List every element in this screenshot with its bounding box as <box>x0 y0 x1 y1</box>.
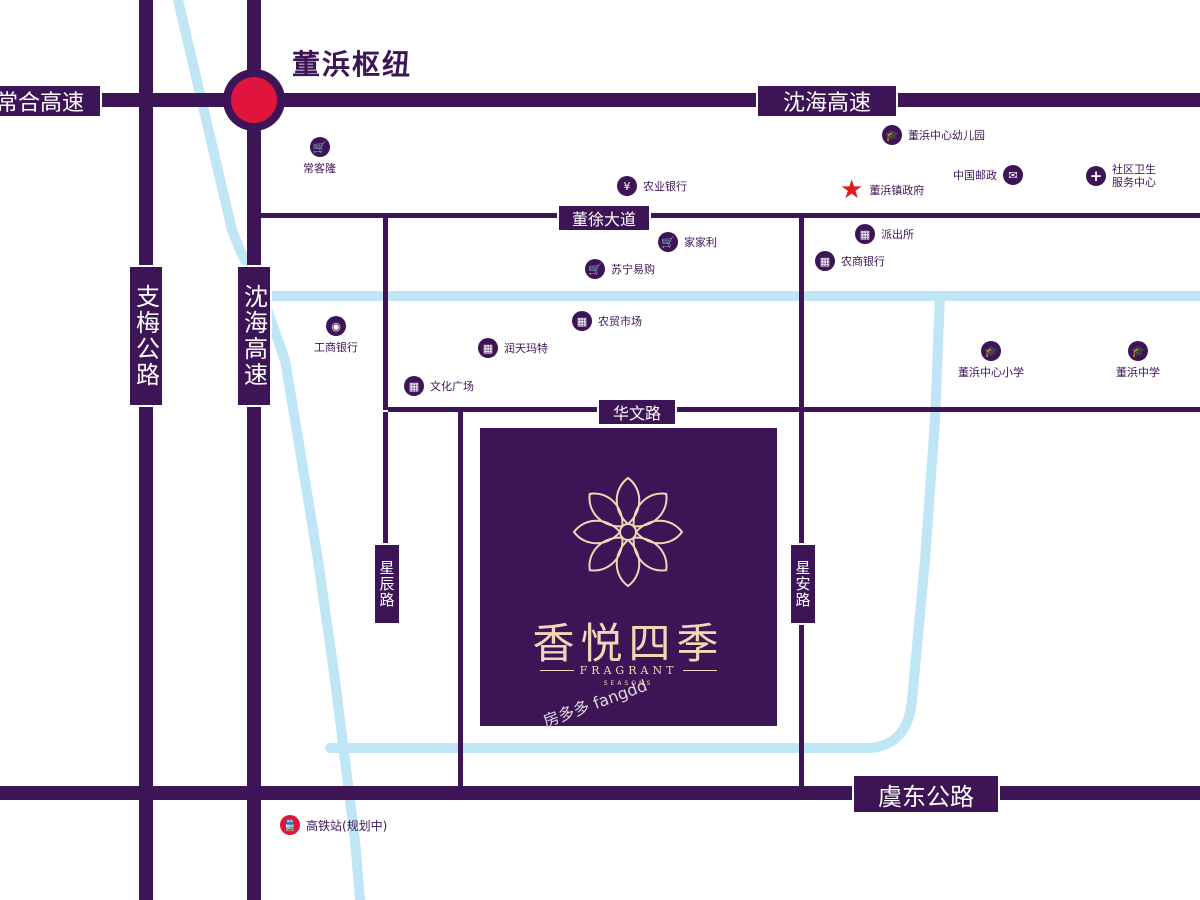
building-icon: ▦ <box>404 376 424 396</box>
building-icon: ▦ <box>855 224 875 244</box>
road-second-vertical <box>247 0 261 900</box>
road-xingan <box>799 218 804 788</box>
post-icon: ✉ <box>1003 165 1023 185</box>
road-xingchen-lower <box>383 412 388 622</box>
building-icon: ▦ <box>815 251 835 271</box>
poi-label: 高铁站(规划中) <box>306 818 388 833</box>
divider <box>539 670 574 671</box>
graduation-cap-icon: 🎓 <box>1128 341 1148 361</box>
poi-label: 文化广场 <box>430 380 474 393</box>
road-xingchen <box>383 218 388 410</box>
poi-label: 润天玛特 <box>504 342 548 355</box>
poi-runtian: ▦ 润天玛特 <box>478 338 548 358</box>
project-block: 香悦四季 FRAGRANT SEASONS <box>480 428 777 726</box>
project-name-en: FRAGRANT <box>579 664 678 677</box>
project-name-cn: 香悦四季 <box>532 619 725 668</box>
poi-label: 董浜中心小学 <box>958 366 1024 379</box>
cart-icon: 🛒 <box>309 137 330 157</box>
road-label-xingan: 星安路 <box>789 543 817 625</box>
poi-label: 常客隆 <box>303 162 336 175</box>
road-left-vertical <box>139 0 153 900</box>
poi-label: 家家利 <box>684 236 717 249</box>
road-label-left-vertical: 支梅公路 <box>128 265 164 407</box>
road-label-top-left-highway: 常合高速 <box>0 84 102 118</box>
bank-icon: ¥ <box>617 176 637 196</box>
poi-suning: 🛒 苏宁易购 <box>585 259 655 279</box>
hub-marker-core <box>231 77 277 123</box>
poi-label: 董浜中心幼儿园 <box>908 129 985 142</box>
poi-jiajiali: 🛒 家家利 <box>658 232 717 252</box>
plus-icon: + <box>1086 166 1106 186</box>
building-icon: ▦ <box>478 338 498 358</box>
poi-label: 苏宁易购 <box>611 263 655 276</box>
poi-police: ▦ 派出所 <box>855 224 914 244</box>
cart-icon: 🛒 <box>658 232 678 252</box>
river-main <box>173 0 365 900</box>
road-huawen <box>388 407 1200 412</box>
poi-kindergarten: 🎓 董浜中心幼儿园 <box>882 125 985 145</box>
poi-nongye-bank: ¥ 农业银行 <box>617 176 687 196</box>
graduation-cap-icon: 🎓 <box>981 341 1001 361</box>
poi-market: ▦ 农贸市场 <box>572 311 642 331</box>
poi-label: 董浜中学 <box>1116 366 1160 379</box>
road-label-dongxu: 董徐大道 <box>557 204 651 232</box>
poi-label: 中国邮政 <box>953 169 997 182</box>
river-east <box>325 291 945 753</box>
poi-middle: 🎓 董浜中学 <box>1116 341 1160 380</box>
poi-gongshang-bank: ◉ 工商银行 <box>314 316 358 355</box>
road-dongxu <box>261 213 1200 218</box>
train-icon: 🚆 <box>280 815 300 835</box>
poi-changkelong: 🛒 常客隆 <box>303 137 336 176</box>
star-icon: ★ <box>840 175 864 205</box>
road-label-top-highway: 沈海高速 <box>756 84 898 118</box>
hub-label: 董浜枢纽 <box>292 48 413 81</box>
divider <box>683 670 718 671</box>
poi-label: 派出所 <box>881 228 914 241</box>
road-top-highway <box>0 93 1200 107</box>
poi-station: 🚆 高铁站(规划中) <box>280 815 387 835</box>
poi-label: 农业银行 <box>643 180 687 193</box>
poi-label: 农贸市场 <box>598 315 642 328</box>
road-label-yudong: 虞东公路 <box>852 774 1000 814</box>
road-label-second-vertical: 沈海高速 <box>236 265 272 407</box>
poi-label: 农商银行 <box>841 255 885 268</box>
poi-label: 董浜镇政府 <box>869 184 925 197</box>
project-name-en-sub: SEASONS <box>603 680 654 687</box>
road-inner-vertical <box>458 412 463 787</box>
poi-culture: ▦ 文化广场 <box>404 376 474 396</box>
project-name-en-row: FRAGRANT <box>480 664 777 677</box>
graduation-cap-icon: 🎓 <box>882 125 902 145</box>
poi-post: ✉ 中国邮政 <box>953 165 1023 185</box>
poi-label: 社区卫生 服务中心 <box>1112 163 1156 189</box>
building-icon: ▦ <box>572 311 592 331</box>
poi-nongshang-bank: ▦ 农商银行 <box>815 251 885 271</box>
poi-health: + 社区卫生 服务中心 <box>1086 163 1156 189</box>
poi-gov: ★ 董浜镇政府 <box>840 175 925 205</box>
road-label-huawen: 华文路 <box>597 398 677 426</box>
bank-icon: ◉ <box>326 316 346 336</box>
cart-icon: 🛒 <box>585 259 605 279</box>
road-label-xingchen: 星辰路 <box>373 543 401 625</box>
flower-logo-icon <box>572 476 684 588</box>
poi-primary: 🎓 董浜中心小学 <box>958 341 1024 380</box>
poi-label: 工商银行 <box>314 341 358 354</box>
